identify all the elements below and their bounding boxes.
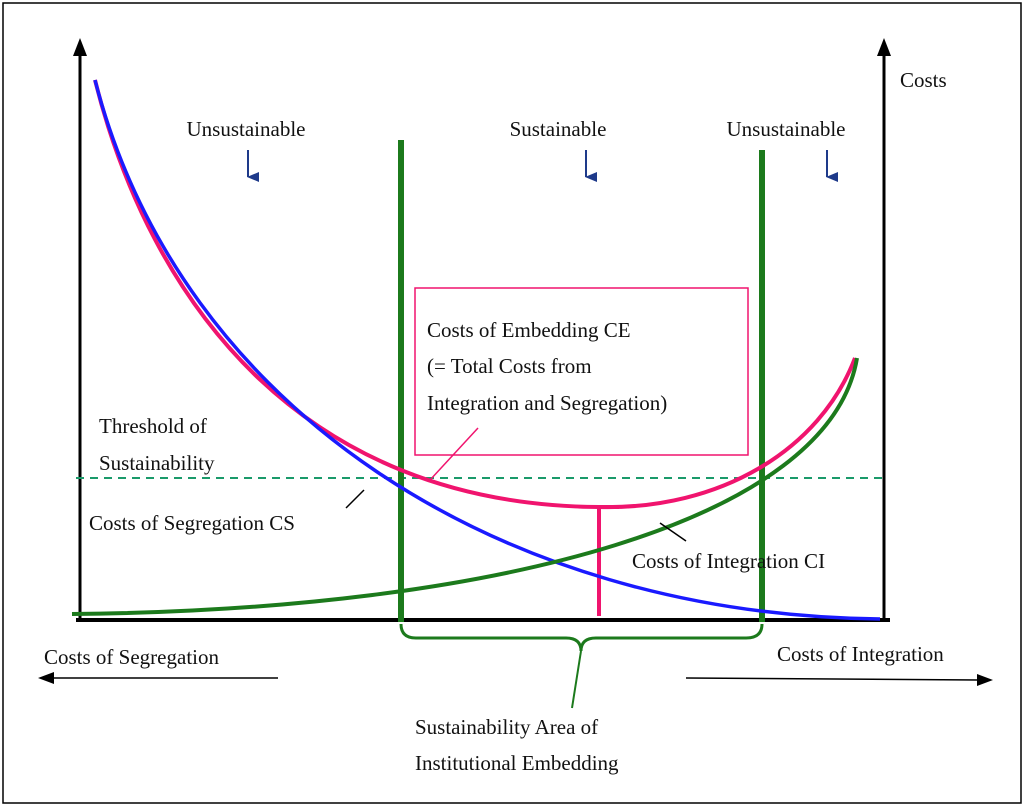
x-left-arrowhead [38,672,54,684]
segregation-leader-line [345,489,365,509]
embedding-label-line1: Costs of Embedding CE [427,318,631,342]
unsustainable-left-label: Unsustainable [187,117,306,141]
threshold-label-line1: Threshold of [99,414,207,438]
segregation-cost-curve [93,79,881,621]
integration-leader-line [659,522,687,542]
embedding-cost-curve [93,79,857,510]
segregation-curve-label: Costs of Segregation CS [89,511,295,535]
embedding-label-line2: (= Total Costs from [427,354,592,378]
integration-cost-curve [71,357,859,616]
area-label-line2: Institutional Embedding [415,751,619,775]
embedding-label-line3: Integration and Segregation) [427,391,667,415]
axes [73,38,891,622]
x-right-arrow-line [685,677,979,681]
threshold-label-line2: Sustainability [99,451,215,475]
x-right-arrowhead [977,674,993,686]
area-label-line1: Sustainability Area of [415,715,598,739]
costs-axis-arrowhead [877,38,891,56]
x-right-label: Costs of Integration [777,642,944,666]
minimum-marker [597,505,619,616]
area-leader-line [571,650,582,709]
sustainable-label: Sustainable [510,117,607,141]
embedding-leader-line [429,427,479,481]
costs-axis-label: Costs [900,68,947,92]
integration-curve-label: Costs of Integration CI [632,549,825,573]
embedding-callout-box [414,287,749,456]
left-y-axis-arrowhead [73,38,87,56]
unsustainable-right-label: Unsustainable [727,117,846,141]
area-brace [399,623,764,652]
x-left-label: Costs of Segregation [44,645,219,669]
